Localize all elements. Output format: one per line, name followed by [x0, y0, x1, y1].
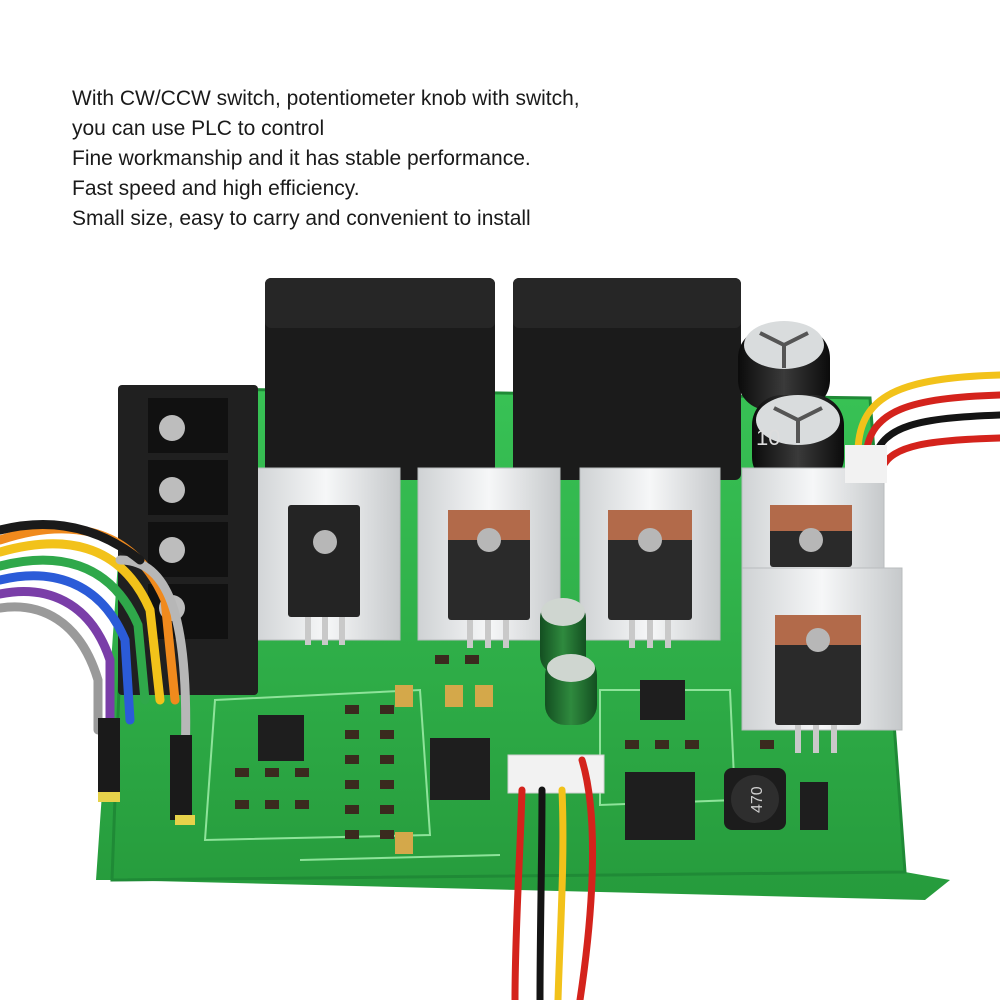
tantalum-capacitor-4: [395, 832, 413, 854]
ic-chip-sop8: [640, 680, 685, 720]
aluminum-heatsink-5: [741, 567, 903, 753]
tantalum-capacitor-1: [395, 685, 413, 707]
smd-components: [235, 655, 774, 839]
diode: [800, 782, 828, 830]
feature-line-1: With CW/CCW switch, potentiometer knob w…: [72, 87, 580, 110]
heatsink-block-right: [513, 278, 741, 480]
voltage-regulator: [430, 738, 490, 800]
electrolytic-capacitor-bottom: 10: [752, 395, 844, 487]
header-pins: [98, 718, 195, 825]
capacitor-marking: 10: [756, 425, 780, 450]
right-wire-connector: [845, 445, 887, 483]
product-feature-list: With CW/CCW switch, potentiometer knob w…: [72, 84, 972, 234]
regulator-chip: [625, 772, 695, 840]
ic-chip-ssop: [258, 715, 304, 761]
inductor-marking: 470: [749, 786, 766, 813]
electrolytic-capacitor-top: [738, 321, 830, 410]
feature-line-4: Fast speed and high efficiency.: [72, 177, 360, 200]
tantalum-capacitor-2: [445, 685, 463, 707]
ribbon-cable: [0, 519, 191, 765]
feature-line-5: Small size, easy to carry and convenient…: [72, 207, 531, 230]
aluminum-heatsink-3: [579, 467, 721, 648]
controller-board-photo: 10: [0, 278, 1000, 1000]
aluminum-heatsink-2: [417, 467, 561, 648]
tantalum-capacitor-3: [475, 685, 493, 707]
inductor: 470: [724, 768, 786, 830]
feature-line-2: you can use PLC to control: [72, 117, 325, 140]
small-capacitor-2: [545, 654, 597, 725]
aluminum-heatsink-1: [251, 467, 401, 645]
feature-line-3: Fine workmanship and it has stable perfo…: [72, 147, 531, 170]
potentiometer-wires: [511, 756, 597, 1000]
heatsink-block-left: [265, 278, 495, 480]
